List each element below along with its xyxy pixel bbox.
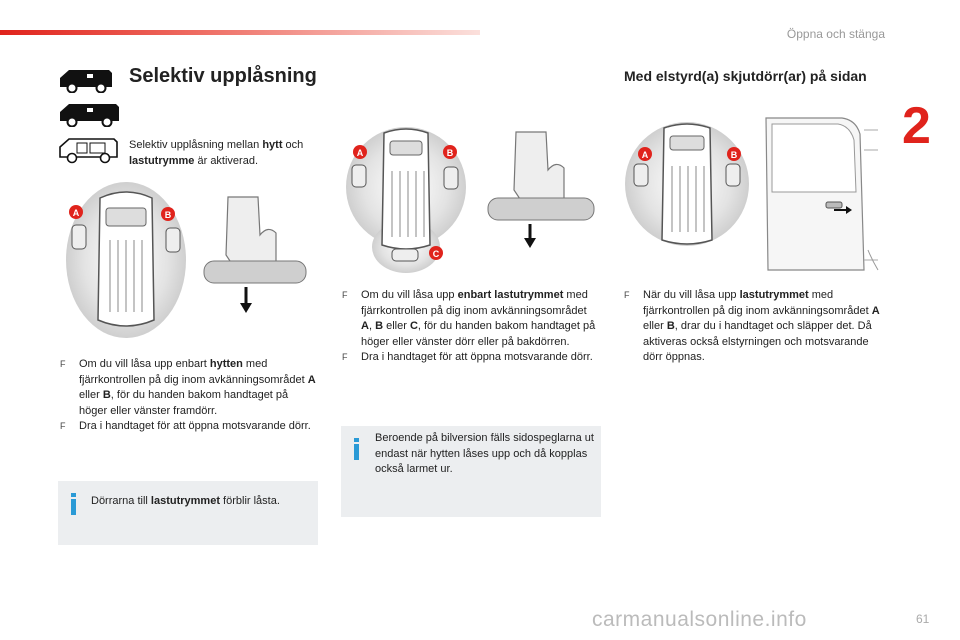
svg-text:A: A	[642, 150, 649, 160]
section-title: Med elstyrd(a) skjutdörr(ar) på sidan	[624, 68, 867, 84]
info-text: Dörrarna till lastutrymmet förblir låsta…	[91, 495, 280, 507]
car-topview-icon: A B	[625, 122, 749, 246]
svg-text:A: A	[357, 148, 364, 158]
header-accent-bar	[0, 30, 480, 35]
car-topview-icon: A B	[66, 182, 186, 338]
info-icon	[354, 438, 359, 460]
info-box: Beroende på bilversion fälls sidospeglar…	[341, 426, 601, 517]
sliding-door-icon	[762, 112, 880, 278]
car-topview-icon: A B C	[346, 127, 466, 273]
svg-text:B: B	[731, 150, 738, 160]
key-fob-icon	[71, 224, 87, 250]
hand-handle-icon	[203, 196, 307, 313]
svg-text:B: B	[165, 210, 172, 220]
svg-text:C: C	[433, 249, 440, 259]
info-text: Beroende på bilversion fälls sidospeglar…	[375, 432, 594, 475]
svg-text:A: A	[73, 208, 80, 218]
section-header: Öppna och stänga	[786, 27, 885, 41]
info-box: Dörrarna till lastutrymmet förblir låsta…	[58, 481, 318, 545]
page-number: 61	[916, 612, 930, 626]
page-title: Selektiv upplåsning	[129, 65, 317, 87]
intro-text: Selektiv upplåsning mellan hytt och last…	[129, 139, 304, 167]
van-short-icon	[60, 70, 112, 93]
svg-text:B: B	[447, 148, 454, 158]
info-icon	[71, 493, 76, 515]
hand-handle-icon	[487, 131, 595, 248]
watermark: carmanualsonline.info	[592, 608, 807, 631]
van-cargo-icon	[59, 138, 118, 164]
chapter-number: 2	[902, 97, 931, 155]
van-long-icon	[60, 104, 119, 127]
